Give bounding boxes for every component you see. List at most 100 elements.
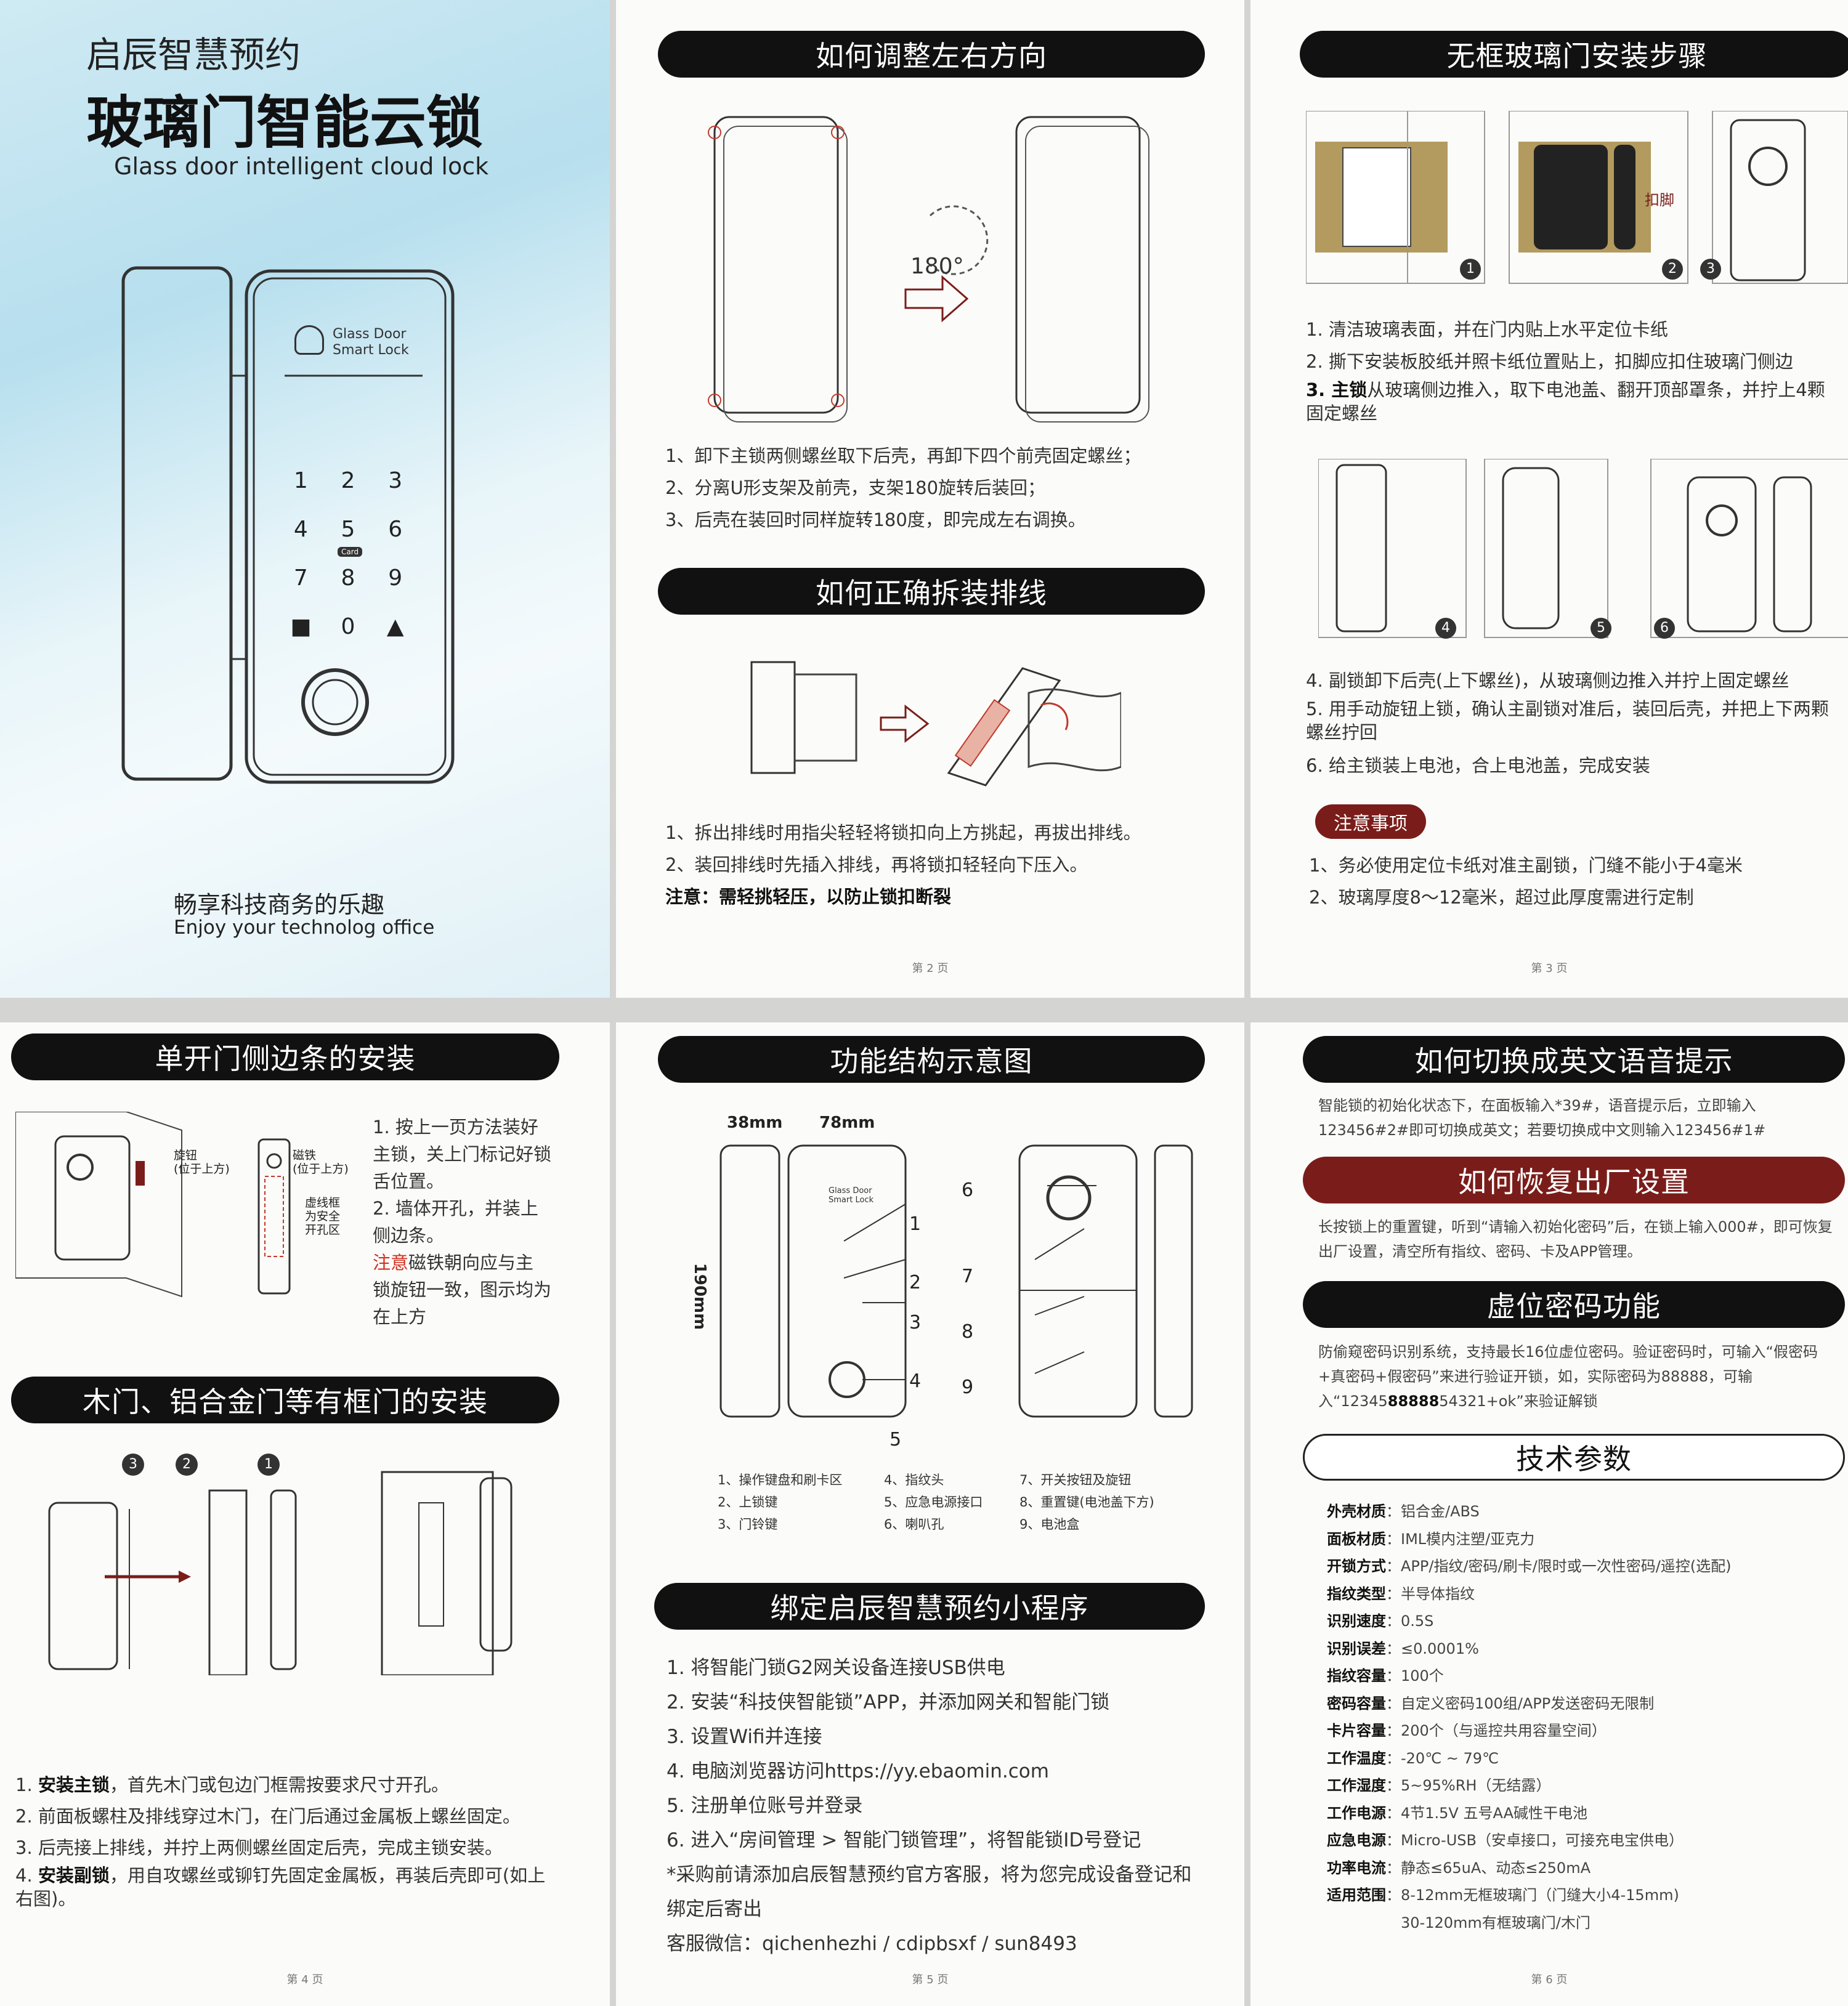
bind-step-2: 2. 安装“科技侠智能锁”APP，并添加网关和智能门锁 <box>667 1691 1110 1713</box>
cable-step-1: 1、拆出排线时用指尖轻轻将锁扣向上方挑起，再拔出排线。 <box>665 822 1141 843</box>
key-5: 5 <box>341 517 355 542</box>
step-num-4: 4 <box>1435 618 1456 639</box>
legend-8: 8、重置键(电池盖下方) <box>1019 1495 1154 1510</box>
page-number: 第 5 页 <box>912 1973 949 1986</box>
spec-value: 铝合金/ABS <box>1401 1503 1480 1520</box>
key-6: 6 <box>388 517 403 542</box>
side-step-2: 2. 墙体开孔，并装上侧边条。 <box>373 1198 538 1246</box>
spec-key: 工作温度 <box>1327 1749 1386 1767</box>
callout-5: 5 <box>890 1429 902 1450</box>
spec-key: 开锁方式 <box>1327 1558 1386 1575</box>
cable-step-2: 2、装回排线时先插入排线，再将锁扣轻轻向下压入。 <box>665 854 1088 875</box>
framed-num-3: 3 <box>122 1454 144 1476</box>
key-8: 8 <box>341 565 355 591</box>
heading-specs: 技术参数 <box>1303 1434 1845 1481</box>
virtual-text-a: 防偷窥密码识别系统，支持最长16位虚位密码。验证密码时，可输入“假密码+真密码+… <box>1318 1343 1818 1410</box>
frameless-step-3-text: 从玻璃侧边推入，取下电池盖、翻开顶部罩条，并拧上4颗固定螺丝 <box>1306 379 1825 424</box>
step-num-3: 3 <box>1700 259 1721 280</box>
dim-width-78: 78mm <box>819 1114 875 1132</box>
framed-num-2: 2 <box>176 1454 198 1476</box>
spec-row: 工作温度：-20℃ ~ 79℃ <box>1306 1745 1836 1773</box>
framed-door-diagram <box>48 1471 513 1675</box>
spec-row: 开锁方式：APP/指纹/密码/刷卡/限时或一次性密码/遥控(选配) <box>1306 1553 1836 1580</box>
spec-value: 半导体指纹 <box>1401 1585 1475 1603</box>
page-5: 功能结构示意图 38mm 78mm 190mm Glass Door Smart… <box>616 1022 1244 2006</box>
legend-4: 4、指纹头 <box>884 1473 944 1487</box>
dim-width-38: 38mm <box>727 1114 783 1132</box>
bind-note-cont: 绑定后寄出 <box>667 1898 762 1920</box>
spec-row: 功率电流：静态≤65uA、动态≤250mA <box>1306 1854 1836 1882</box>
legend-6: 6、喇叭孔 <box>884 1517 944 1532</box>
spec-value: 30-120mm有框玻璃门/木门 <box>1401 1914 1591 1931</box>
heading-bind: 绑定启辰智慧预约小程序 <box>654 1583 1205 1630</box>
spec-value: 4节1.5V 五号AA碱性干电池 <box>1401 1804 1587 1822</box>
spec-key: 指纹容量 <box>1327 1667 1386 1684</box>
page-number: 第 6 页 <box>1531 1973 1568 1986</box>
spec-key: 识别速度 <box>1327 1612 1386 1630</box>
factory-text: 长按锁上的重置键，听到“请输入初始化密码”后，在锁上输入000#，即可恢复出厂设… <box>1318 1218 1833 1260</box>
legend-9: 9、电池盒 <box>1019 1517 1080 1532</box>
side-step-1: 1. 按上一页方法装好主锁，关上门标记好锁舌位置。 <box>373 1117 552 1192</box>
key-9: 9 <box>388 565 403 591</box>
direction-step-3: 3、后壳在装回时同样旋转180度，即完成左右调换。 <box>665 509 1086 530</box>
page-3: 无框玻璃门安装步骤 扣脚 1 2 3 1. 清洁玻璃表面，并在门内贴上水平定位卡… <box>1250 0 1848 998</box>
side-attention: 注意磁铁朝向应与主锁旋钮一致，图示均为在上方 <box>373 1249 551 1330</box>
spec-row: 卡片容量：200个（与遥控共用容量空间） <box>1306 1717 1836 1745</box>
heading-english: 如何切换成英文语音提示 <box>1303 1036 1845 1083</box>
cover-title: 玻璃门智能云锁 <box>86 90 484 156</box>
spec-row: 工作电源：4节1.5V 五号AA碱性干电池 <box>1306 1800 1836 1827</box>
install-sub-bold: 安装副锁 <box>38 1865 110 1886</box>
spec-key: 应急电源 <box>1327 1832 1386 1849</box>
key-3: 3 <box>388 468 403 493</box>
spec-key: 工作湿度 <box>1327 1777 1386 1794</box>
spec-row: 指纹容量：100个 <box>1306 1662 1836 1690</box>
spec-key: 外壳材质 <box>1327 1503 1386 1520</box>
legend-1: 1、操作键盘和刷卡区 <box>718 1473 843 1487</box>
bind-step-3: 3. 设置Wifi并连接 <box>667 1726 822 1748</box>
bind-step-5: 5. 注册单位账号并登录 <box>667 1795 863 1817</box>
virtual-text: 防偷窥密码识别系统，支持最长16位虚位密码。验证密码时，可输入“假密码+真密码+… <box>1318 1340 1842 1414</box>
heading-frameless: 无框玻璃门安装步骤 <box>1300 31 1848 78</box>
key-0: 0 <box>341 614 355 639</box>
heading-structure: 功能结构示意图 <box>658 1036 1205 1083</box>
framed-num-1: 1 <box>257 1454 280 1476</box>
virtual-text-b: 88888 <box>1387 1393 1440 1410</box>
page-2: 如何调整左右方向 180° 1、卸下主锁两侧螺丝取下后壳，再卸下四个前壳固定螺丝… <box>616 0 1244 998</box>
knob-label: 旋钮 (位于上方) <box>174 1149 230 1176</box>
spec-row: ：30-120mm有框玻璃门/木门 <box>1306 1909 1836 1937</box>
service-wechat: 客服微信：qichenhezhi / cdipbsxf / sun8493 <box>667 1933 1077 1955</box>
rotation-label: 180° <box>910 254 964 279</box>
direction-diagram <box>708 116 1149 423</box>
framed-step-1-text: ，首先木门或包边门框需按要求尺寸开孔。 <box>109 1774 449 1795</box>
attention-text: 磁铁朝向应与主锁旋钮一致，图示均为在上方 <box>373 1252 552 1327</box>
legend-3: 3、门铃键 <box>718 1517 778 1532</box>
step-num-1: 1 <box>1460 259 1481 280</box>
card-label: Card <box>338 547 363 557</box>
main-lock-bold: 3. 主锁 <box>1306 379 1368 400</box>
framed-step-4: 4. 安装副锁，用自攻螺丝或铆钉先固定金属板，再装后壳即可(如上右图)。 <box>15 1865 546 1909</box>
slogan-en: Enjoy your technolog office <box>174 916 435 939</box>
slogan: 畅享科技商务的乐趣 <box>174 891 385 918</box>
install-main-bold: 安装主锁 <box>38 1774 110 1795</box>
frameless-step-1: 1. 清洁玻璃表面，并在门内贴上水平定位卡纸 <box>1306 319 1668 340</box>
brand-name: 启辰智慧预约 <box>86 34 301 76</box>
spec-key: 工作电源 <box>1327 1804 1386 1822</box>
page-number: 第 3 页 <box>1531 962 1568 975</box>
callout-4: 4 <box>909 1370 922 1392</box>
step-num-5: 5 <box>1591 618 1611 639</box>
bind-steps: 1. 将智能门锁G2网关设备连接USB供电 2. 安装“科技侠智能锁”APP，并… <box>667 1651 1192 1961</box>
frameless-step-2: 2. 撕下安装板胶纸并照卡纸位置贴上，扣脚应扣住玻璃门侧边 <box>1306 351 1793 372</box>
framed-step-3: 3. 后壳接上排线，并拧上两侧螺丝固定后壳，完成主锁安装。 <box>15 1837 503 1858</box>
frameless-step-5: 5. 用手动旋钮上锁，确认主副锁对准后，装回后壳，并把上下两颗螺丝拧回 <box>1306 698 1829 743</box>
spec-key <box>1306 1909 1386 1937</box>
framed-step-1: 1. 安装主锁，首先木门或包边门框需按要求尺寸开孔。 <box>15 1774 449 1795</box>
keypad: 1 2 3 4 5 6 7 8 9 ■ 0 ▲ <box>277 468 419 639</box>
key-1: 1 <box>293 468 308 493</box>
lock-logo: Glass Door Smart Lock <box>333 326 409 358</box>
notes-badge: 注意事项 <box>1315 804 1426 839</box>
attention-word: 注意 <box>373 1252 409 1273</box>
foot-label: 扣脚 <box>1645 192 1674 209</box>
callout-9: 9 <box>962 1377 974 1398</box>
frameless-step-3: 3. 主锁从玻璃侧边推入，取下电池盖、翻开顶部罩条，并拧上4颗固定螺丝 <box>1306 378 1842 425</box>
user-icon <box>294 325 324 355</box>
